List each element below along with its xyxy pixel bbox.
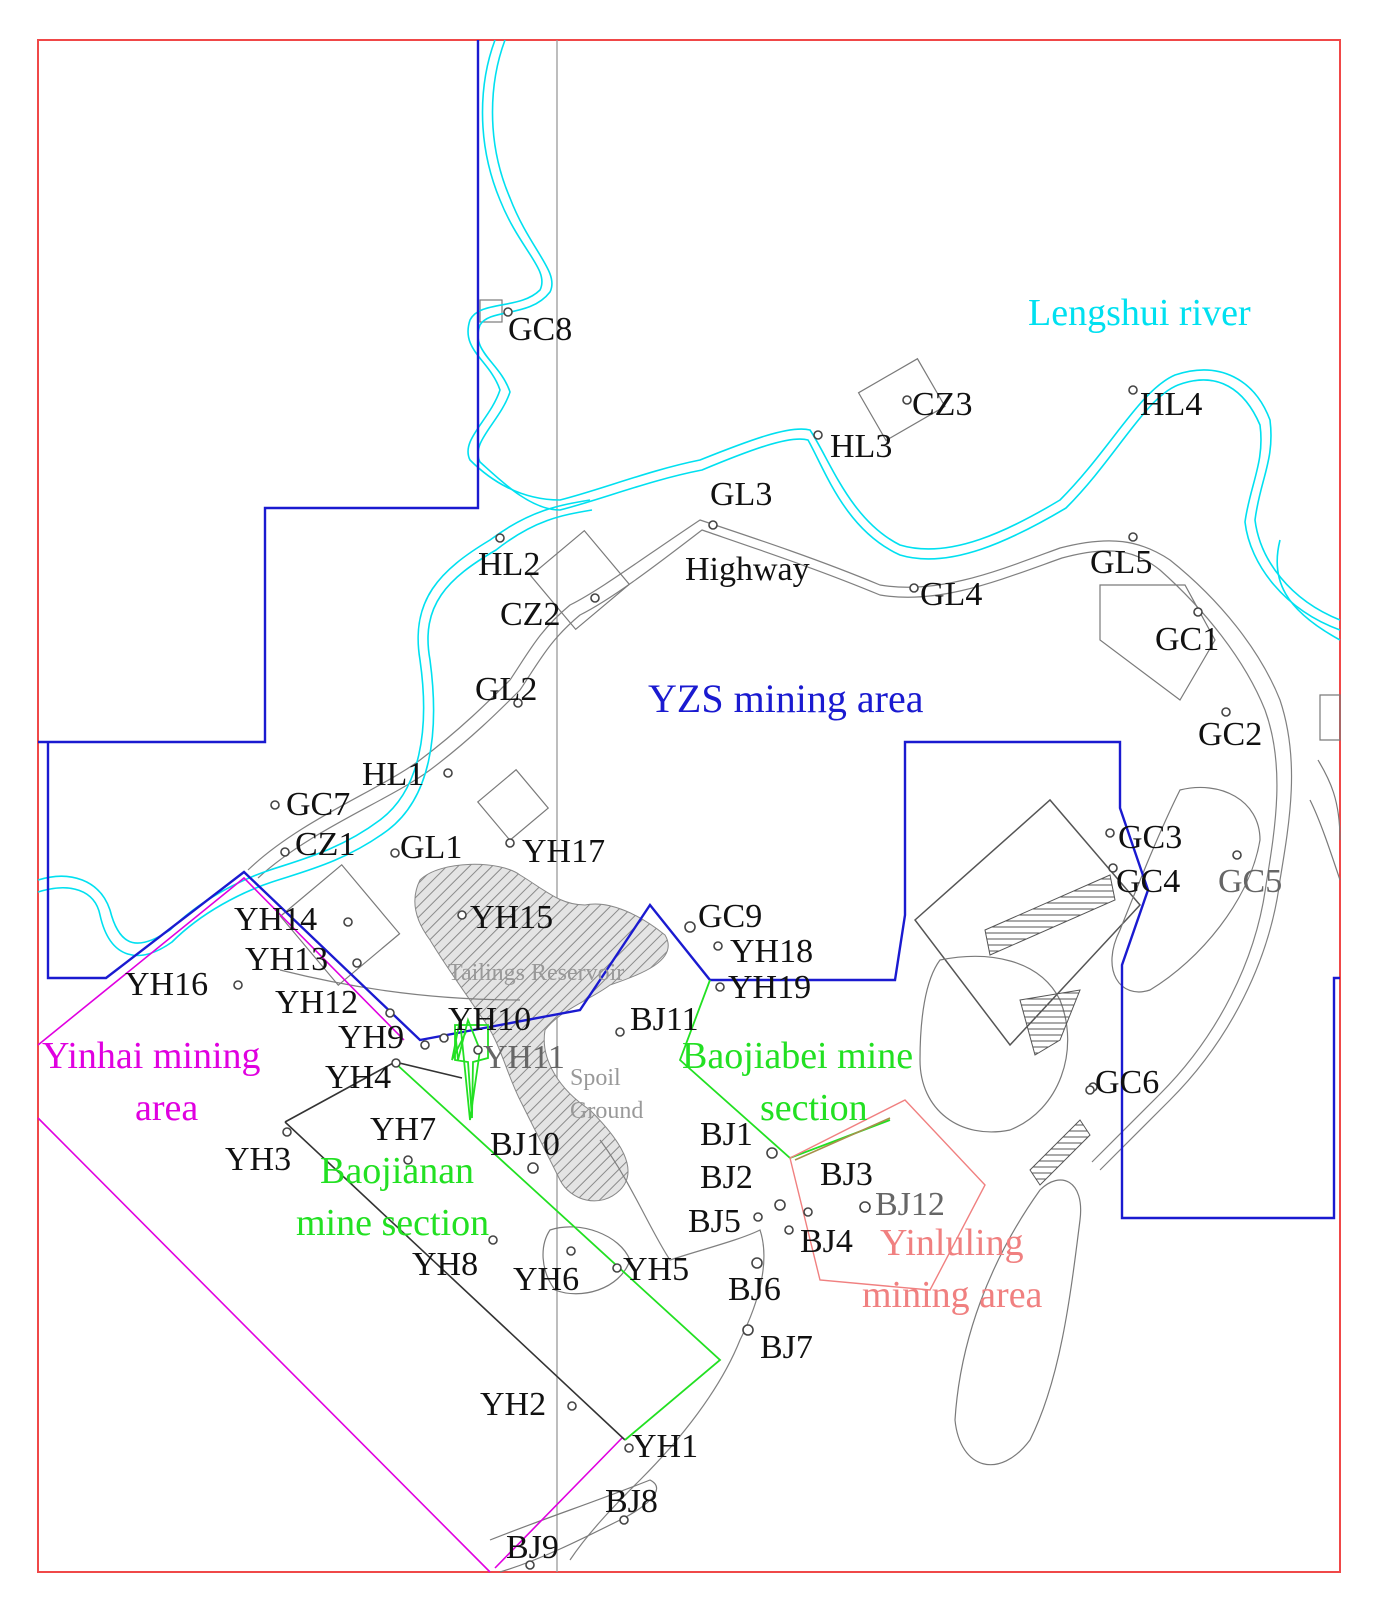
baojia-green-box	[454, 1024, 489, 1119]
point-label: YH17	[522, 833, 605, 870]
point-label: CZ2	[500, 596, 560, 633]
label-spoil-ground-1: Spoil	[570, 1065, 621, 1091]
yzs-boundary	[38, 40, 1340, 1220]
tailings-reservoir-area	[414, 863, 669, 1202]
lengshui-river	[37, 39, 1341, 957]
label-tailings-reservoir: Tailings Reservoir	[448, 960, 624, 986]
point-label: YH18	[730, 933, 813, 970]
point-label: YH2	[480, 1386, 546, 1423]
point-label: CZ1	[295, 826, 355, 863]
point-label: BJ10	[490, 1126, 560, 1163]
label-yzs-mining-area: YZS mining area	[648, 676, 924, 721]
label-yinhai-1: Yinhai mining	[42, 1035, 261, 1077]
point-label: HL1	[362, 756, 424, 793]
point-label: GL3	[710, 476, 772, 513]
point-label: GC6	[1095, 1064, 1159, 1101]
point-label: YH9	[338, 1019, 404, 1056]
point-label: YH6	[513, 1261, 579, 1298]
point-label: BJ1	[700, 1116, 753, 1153]
label-yinluling-1: Yinluling	[880, 1222, 1024, 1264]
point-label: BJ7	[760, 1329, 813, 1366]
point-label: CZ3	[912, 386, 972, 423]
point-label: HL2	[478, 546, 540, 583]
point-label: YH7	[370, 1111, 436, 1148]
yinhai-boundary	[37, 876, 623, 1573]
point-label: BJ11	[630, 1001, 699, 1038]
label-spoil-ground-2: Ground	[570, 1098, 643, 1124]
label-baojianan-1: Baojianan	[320, 1150, 474, 1192]
point-label: YH3	[225, 1141, 291, 1178]
point-label: YH5	[623, 1251, 689, 1288]
point-label: YH19	[728, 969, 811, 1006]
point-label: BJ4	[800, 1223, 853, 1260]
point-label: GC4	[1116, 863, 1180, 900]
point-label: BJ8	[605, 1483, 658, 1520]
label-baojiabei-2: section	[760, 1087, 868, 1129]
sample-point-markers	[233, 307, 1242, 1570]
point-label: YH11	[483, 1039, 565, 1076]
point-label: GC9	[698, 898, 762, 935]
point-label: GL5	[1090, 544, 1152, 581]
point-label: YH13	[245, 941, 328, 978]
point-label: BJ12	[875, 1186, 945, 1223]
highway-road	[247, 519, 1293, 1561]
point-label: BJ5	[688, 1203, 741, 1240]
point-label: GC1	[1155, 621, 1219, 658]
baojiabei-olive-edge	[794, 1117, 891, 1161]
point-label: GL2	[475, 671, 537, 708]
point-label: YH1	[632, 1428, 698, 1465]
point-label: GC5	[1218, 863, 1282, 900]
point-label: YH10	[448, 1001, 531, 1038]
point-label: HL3	[830, 428, 892, 465]
point-label: YH16	[125, 966, 208, 1003]
label-yinluling-2: mining area	[862, 1274, 1043, 1316]
map-frame	[37, 39, 1341, 1573]
point-label: GC7	[286, 786, 350, 823]
point-label: BJ9	[506, 1529, 559, 1566]
point-label: YH14	[234, 901, 317, 938]
label-baojianan-2: mine section	[296, 1202, 489, 1244]
point-label: YH4	[325, 1059, 391, 1096]
point-label: GL4	[920, 576, 982, 613]
baojia-green-boundary	[393, 979, 891, 1441]
point-label: BJ2	[700, 1159, 753, 1196]
label-lengshui-river: Lengshui river	[1028, 292, 1251, 334]
point-label: YH12	[275, 984, 358, 1021]
label-yinhai-2: area	[135, 1087, 198, 1129]
point-label: GL1	[400, 829, 462, 866]
point-label: BJ6	[728, 1271, 781, 1308]
yinluling-boundary	[789, 1099, 986, 1291]
label-highway: Highway	[685, 551, 810, 588]
point-label: BJ3	[820, 1156, 873, 1193]
label-baojiabei-1: Baojiabei mine	[682, 1035, 913, 1077]
point-label: GC3	[1118, 819, 1182, 856]
point-label: YH8	[412, 1246, 478, 1283]
point-label: HL4	[1140, 386, 1202, 423]
mine-workings	[984, 874, 1116, 1186]
point-label: GC2	[1198, 716, 1262, 753]
point-label: YH15	[470, 899, 553, 936]
point-label: GC8	[508, 311, 572, 348]
